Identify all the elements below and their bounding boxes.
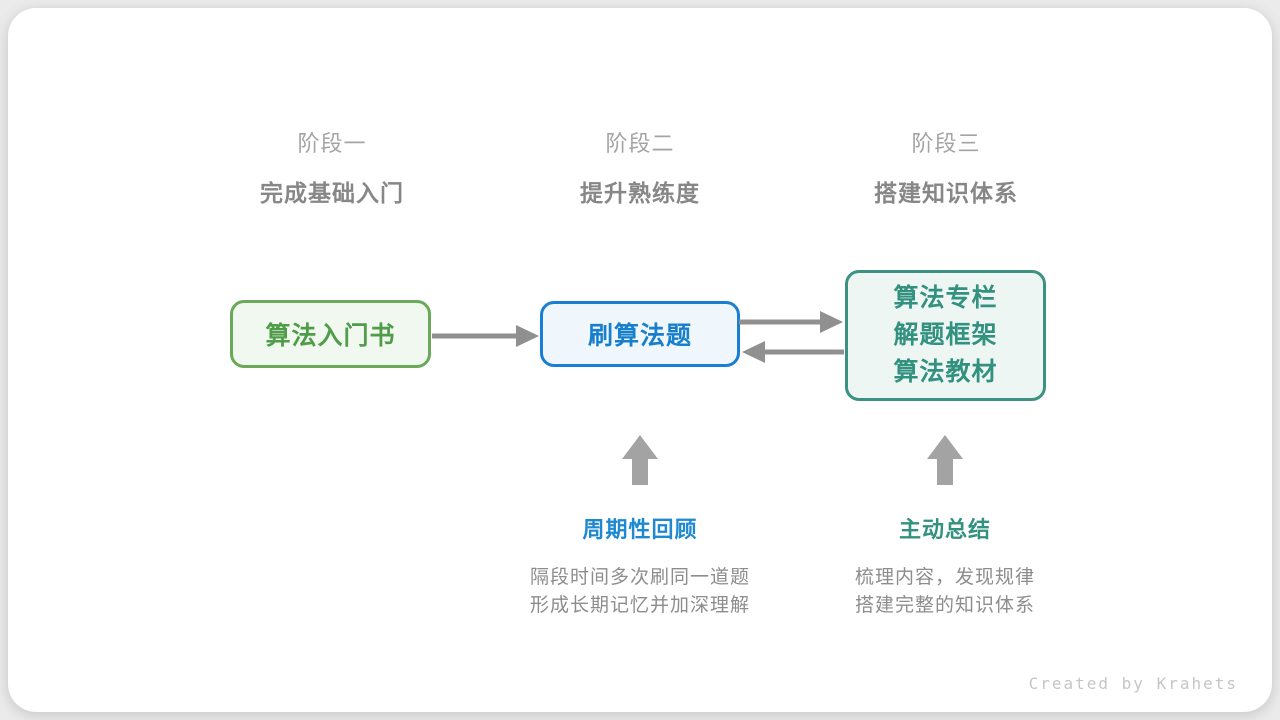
stage-1-label: 阶段一 [297, 131, 367, 156]
callout-periodic-review: 周期性回顾 隔段时间多次刷同一道题 形成长期记忆并加深理解 [460, 512, 820, 620]
arrow-up-icon [622, 435, 658, 485]
arrow-up-icon [927, 435, 963, 485]
callout-periodic-review-title: 周期性回顾 [582, 517, 698, 542]
callout-periodic-review-line-2: 形成长期记忆并加深理解 [529, 595, 750, 616]
arrow-right-icon [739, 311, 843, 333]
node-practice-problems: 刷算法题 [540, 301, 740, 367]
stage-2-label: 阶段二 [605, 131, 675, 156]
stage-3-header: 阶段三 搭建知识体系 [776, 126, 1116, 208]
node-knowledge-line-1: 算法专栏 [893, 284, 998, 312]
stage-3-label: 阶段三 [911, 131, 981, 156]
arrow-right-icon [432, 325, 539, 347]
callout-periodic-review-desc: 隔段时间多次刷同一道题 形成长期记忆并加深理解 [460, 564, 820, 620]
node-practice-problems-label: 刷算法题 [587, 322, 692, 350]
callout-periodic-review-line-1: 隔段时间多次刷同一道题 [529, 567, 750, 588]
stage-1-title: 完成基础入门 [260, 180, 404, 206]
node-knowledge-sources: 算法专栏 解题框架 算法教材 [845, 270, 1046, 401]
diagram-card: 阶段一 完成基础入门 阶段二 提升熟练度 阶段三 搭建知识体系 算法入门书 刷算… [8, 8, 1272, 712]
node-knowledge-line-2: 解题框架 [893, 321, 998, 349]
node-intro-book-label: 算法入门书 [265, 322, 396, 350]
stage-3-title: 搭建知识体系 [874, 180, 1018, 206]
stage-2-header: 阶段二 提升熟练度 [470, 126, 810, 208]
callout-active-summary-desc: 梳理内容，发现规律 搭建完整的知识体系 [765, 564, 1125, 620]
stage-1-header: 阶段一 完成基础入门 [162, 126, 502, 208]
callout-active-summary-line-1: 梳理内容，发现规律 [854, 567, 1035, 588]
callout-active-summary-title: 主动总结 [898, 517, 991, 542]
arrow-left-icon [742, 341, 844, 363]
callout-active-summary-line-2: 搭建完整的知识体系 [854, 595, 1035, 616]
stage-2-title: 提升熟练度 [580, 180, 700, 206]
node-knowledge-line-3: 算法教材 [893, 358, 998, 386]
node-intro-book: 算法入门书 [230, 300, 431, 368]
callout-active-summary: 主动总结 梳理内容，发现规律 搭建完整的知识体系 [765, 512, 1125, 620]
credit-text: Created by Krahets [1028, 674, 1238, 693]
